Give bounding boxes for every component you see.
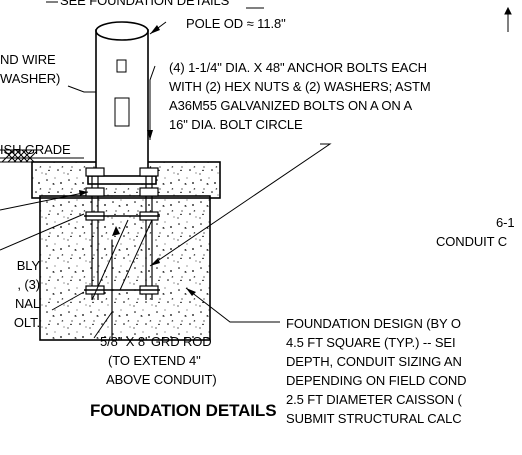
assembly-line-3: NAL xyxy=(15,296,40,311)
anchor-bolts-line-2: WITH (2) HEX NUTS & (2) WASHERS; ASTM xyxy=(169,79,431,94)
anchor-bolts-line-1: (4) 1-1/4" DIA. X 48" ANCHOR BOLTS EACH xyxy=(169,60,427,75)
assembly-line-2: , (3) xyxy=(17,277,40,292)
conduit-note-line-2: CONDUIT C xyxy=(436,234,508,249)
foundation-design-line-5: 2.5 FT DIAMETER CAISSON ( xyxy=(286,392,462,407)
assembly-line-4: OLT. xyxy=(13,315,40,330)
foundation-design-line-1: FOUNDATION DESIGN (BY O xyxy=(286,316,461,331)
anchor-bolts-note: (4) 1-1/4" DIA. X 48" ANCHOR BOLTS EACH … xyxy=(169,58,431,134)
north-arrow-icon xyxy=(504,6,512,32)
ground-rod-line-1: 5/8" X 8' GRD ROD xyxy=(100,334,212,349)
ground-rod-line-3: ABOVE CONDUIT) xyxy=(106,372,217,387)
foundation-body xyxy=(39,195,211,341)
ground-rod-note: 5/8" X 8' GRD ROD (TO EXTEND 4" ABOVE CO… xyxy=(100,332,217,389)
foundation-design-line-4: DEPENDING ON FIELD COND xyxy=(286,373,467,388)
pole xyxy=(87,21,157,185)
header-note: SEE FOUNDATION DETAILS xyxy=(60,0,230,8)
finish-grade-hatch xyxy=(0,149,37,163)
anchor-bolts-line-3: A36M55 GALVANIZED BOLTS ON A ON A xyxy=(169,98,413,113)
finish-grade-label: ISH GRADE xyxy=(0,142,71,157)
foundation-design-line-6: SUBMIT STRUCTURAL CALC xyxy=(286,411,462,426)
title-text: FOUNDATION DETAILS xyxy=(90,401,277,420)
assembly-line-1: BLY xyxy=(16,258,40,273)
anchor-bolts-line-4: 16" DIA. BOLT CIRCLE xyxy=(169,117,303,132)
leader-lines xyxy=(0,7,332,339)
foundation-details-title: FOUNDATION DETAILS xyxy=(90,401,277,421)
foundation-design-note: FOUNDATION DESIGN (BY O 4.5 FT SQUARE (T… xyxy=(286,314,467,428)
ground-wire-line-1: ND WIRE xyxy=(0,52,56,67)
cage-bracing xyxy=(91,219,153,301)
pole-od-label: POLE OD ≈ 11.8" xyxy=(186,16,286,31)
ground-wire-line-2: WASHER) xyxy=(0,71,61,86)
foundation-design-line-2: 4.5 FT SQUARE (TYP.) -- SEI xyxy=(286,335,456,350)
leader-arrowheads xyxy=(79,25,196,296)
foundation-design-line-3: DEPTH, CONDUIT SIZING AN xyxy=(286,354,462,369)
conduit-note-line-1: 6-1 xyxy=(496,215,515,230)
assembly-note: BLY , (3) NAL OLT. xyxy=(0,256,40,332)
ground-wire-note: ND WIRE WASHER) xyxy=(0,50,60,88)
ground-rod-line-2: (TO EXTEND 4" xyxy=(108,353,201,368)
